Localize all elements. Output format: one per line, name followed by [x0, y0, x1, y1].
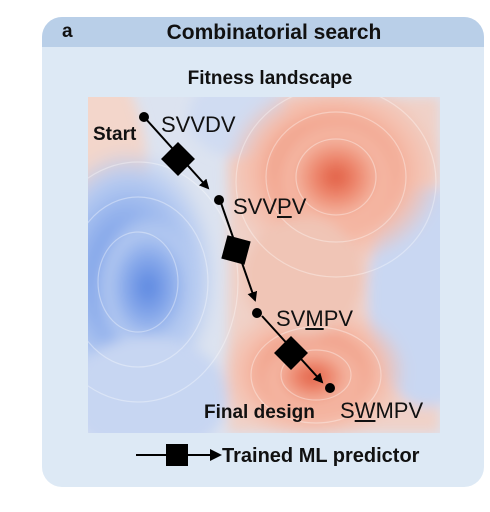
ml-predictor-square-3: [274, 336, 308, 370]
sequence-label-3: SVMPV: [276, 306, 354, 331]
ml-predictor-square-1: [161, 142, 195, 176]
panel-header: [42, 17, 484, 47]
mutation-marker: P: [277, 194, 292, 219]
start-label: Start: [93, 124, 137, 145]
panel-title: Combinatorial search: [166, 21, 382, 44]
sequence-point-4: [325, 383, 335, 393]
legend-label: Trained ML predictor: [222, 445, 420, 467]
sequence-point-1: [139, 112, 149, 122]
sequence-point-2: [214, 195, 224, 205]
fitness-landscape: [88, 97, 440, 433]
legend-symbol: [136, 444, 222, 466]
sequence-label-2: SVVPV: [233, 194, 307, 219]
panel-letter: a: [62, 21, 73, 42]
final-design-label: Final design: [204, 402, 315, 423]
sequence-point-3: [252, 308, 262, 318]
sequence-label-1: SVVDV: [161, 112, 236, 137]
mutation-marker: W: [354, 398, 376, 423]
landscape-title: Fitness landscape: [187, 68, 353, 89]
sequence-label-4: SWMPV: [340, 398, 424, 423]
mutation-marker: M: [305, 306, 324, 331]
ml-predictor-square-2: [221, 235, 251, 265]
